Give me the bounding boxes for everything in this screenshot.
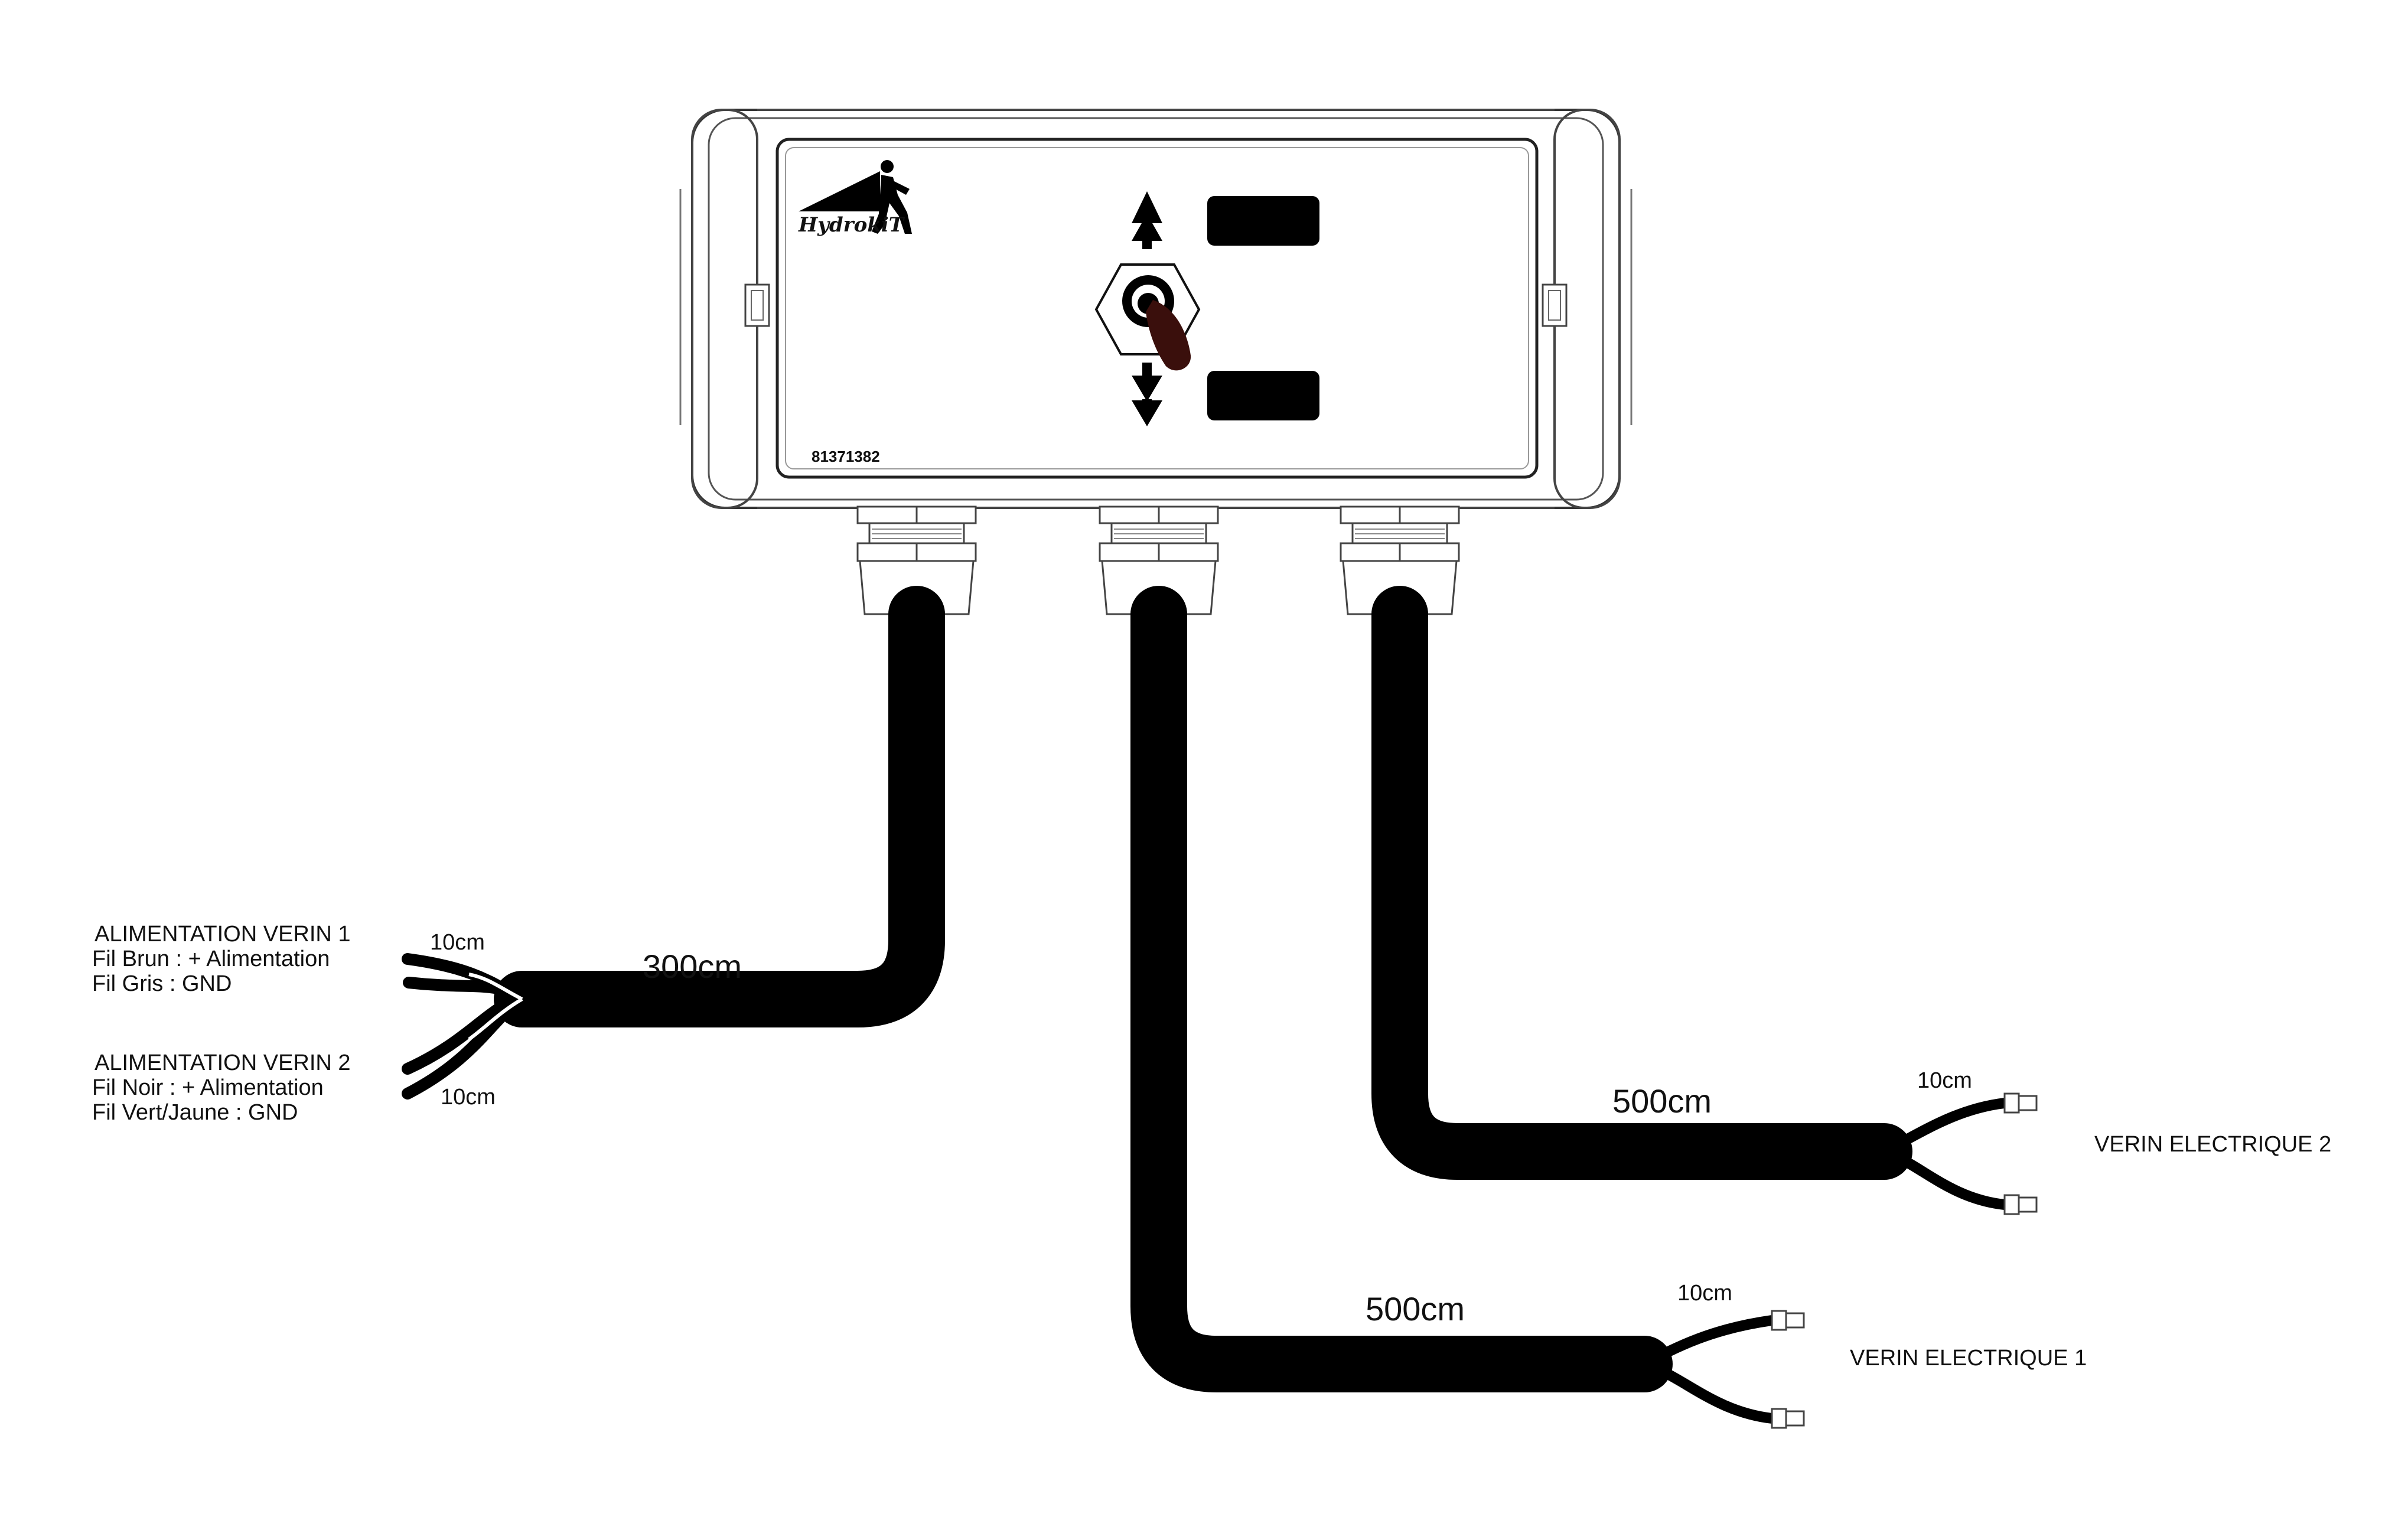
verin2-title: ALIMENTATION VERIN 2 (95, 1051, 351, 1075)
down-label-plate (1207, 371, 1319, 420)
verin1-line2: Fil Gris : GND (92, 971, 232, 996)
actuator1-lead-label: 10cm (1677, 1281, 1732, 1306)
toggle-switch-icon[interactable] (1094, 263, 1201, 371)
actuator1-cable (1130, 586, 1673, 1392)
supply-cable (494, 586, 945, 1027)
supply-length-label: 300cm (643, 948, 742, 985)
verin1-line1: Fil Brun : + Alimentation (92, 947, 330, 971)
arrow-down-icon (1132, 363, 1162, 426)
actuator1-target-label: VERIN ELECTRIQUE 1 (1850, 1346, 2087, 1371)
supply-notes-verin1: ALIMENTATION VERIN 1 Fil Brun : + Alimen… (92, 922, 351, 996)
actuator2-leads (1879, 1092, 2038, 1215)
actuator2-lead-label: 10cm (1917, 1068, 1972, 1093)
serial-number: 81371382 (812, 448, 880, 465)
actuator2-cable (1371, 586, 1912, 1180)
supply-lead-top-label: 10cm (430, 930, 485, 955)
verin1-title: ALIMENTATION VERIN 1 (95, 922, 351, 947)
supply-lead-bottom-label: 10cm (441, 1085, 496, 1110)
control-box: HydrokiT 81371382 (679, 109, 1633, 509)
actuator2-target-label: VERIN ELECTRIQUE 2 (2094, 1132, 2331, 1157)
supply-notes-verin2: ALIMENTATION VERIN 2 Fil Noir : + Alimen… (92, 1051, 351, 1125)
actuator1-length-label: 500cm (1366, 1290, 1465, 1327)
brand-logo-text: HydrokiT (798, 213, 905, 237)
arrow-up-icon (1132, 191, 1162, 249)
verin2-line2: Fil Vert/Jaune : GND (92, 1100, 298, 1125)
verin2-line1: Fil Noir : + Alimentation (92, 1075, 324, 1100)
actuator2-length-label: 500cm (1612, 1082, 1712, 1120)
up-label-plate (1207, 196, 1319, 246)
actuator1-leads (1639, 1310, 1805, 1429)
hydrokit-logo: HydrokiT (798, 160, 912, 237)
supply-leads (402, 953, 528, 1100)
